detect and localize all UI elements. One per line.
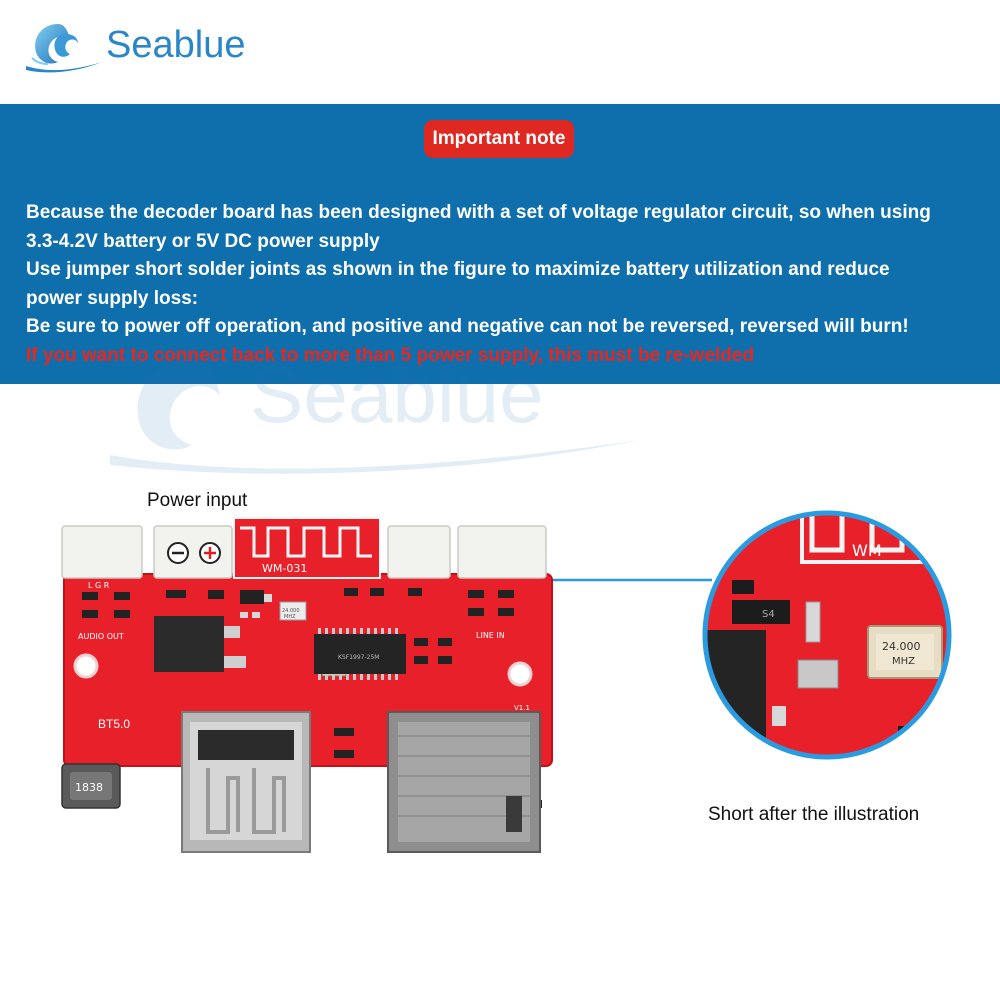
module-label: WM-031 xyxy=(262,562,307,575)
short-illustration-label: Short after the illustration xyxy=(708,804,920,825)
zoom-detail: WM S4 24.000 MHZ xyxy=(702,510,952,760)
svg-text:24.000: 24.000 xyxy=(882,640,921,653)
watermark-text: Seablue xyxy=(250,350,544,439)
line-in-label: LINE IN xyxy=(476,631,505,640)
note-line: power supply loss: xyxy=(26,287,199,309)
svg-text:WM: WM xyxy=(852,541,882,560)
line-in-connector xyxy=(387,525,451,579)
extra-connector xyxy=(457,525,547,579)
note-line: 3.3-4.2V battery or 5V DC power supply xyxy=(26,230,380,252)
voltage-regulator xyxy=(154,616,224,672)
decoder-chip xyxy=(314,634,406,674)
note-line: Be sure to power off operation, and posi… xyxy=(26,316,909,337)
seablue-watermark: Seablue xyxy=(110,350,640,474)
wave-logo-icon xyxy=(26,24,102,73)
svg-text:S4: S4 xyxy=(762,609,775,620)
note-line: Because the decoder board has been desig… xyxy=(26,202,931,223)
svg-text:1838: 1838 xyxy=(75,781,103,794)
decoder-board: WM-031 L G R 24.000 MHZ AUDIO OUT KSF199 xyxy=(61,517,553,853)
svg-text:MHZ: MHZ xyxy=(892,656,915,667)
crystal-oscillator xyxy=(279,601,307,621)
svg-text:V1.1: V1.1 xyxy=(514,704,530,712)
logo-text: Seablue xyxy=(106,24,246,66)
important-note-badge: Important note xyxy=(424,120,574,158)
note-warning-line: If you want to connect back to more than… xyxy=(26,344,755,366)
seablue-logo: Seablue xyxy=(22,10,245,80)
svg-text:KSF1997-25M: KSF1997-25M xyxy=(338,654,379,661)
power-input-label: Power input xyxy=(147,490,248,511)
svg-text:24.000: 24.000 xyxy=(282,608,300,614)
bt-label: BT5.0 xyxy=(98,717,130,731)
channel-letters: L G R xyxy=(88,581,110,590)
audio-out-connector xyxy=(61,525,143,579)
audio-out-label: AUDIO OUT xyxy=(78,632,124,641)
power-connector xyxy=(153,525,233,579)
svg-text:MHZ: MHZ xyxy=(284,614,296,620)
note-text-block: Because the decoder board has been desig… xyxy=(26,199,976,370)
note-line: Use jumper short solder joints as shown … xyxy=(26,259,890,280)
